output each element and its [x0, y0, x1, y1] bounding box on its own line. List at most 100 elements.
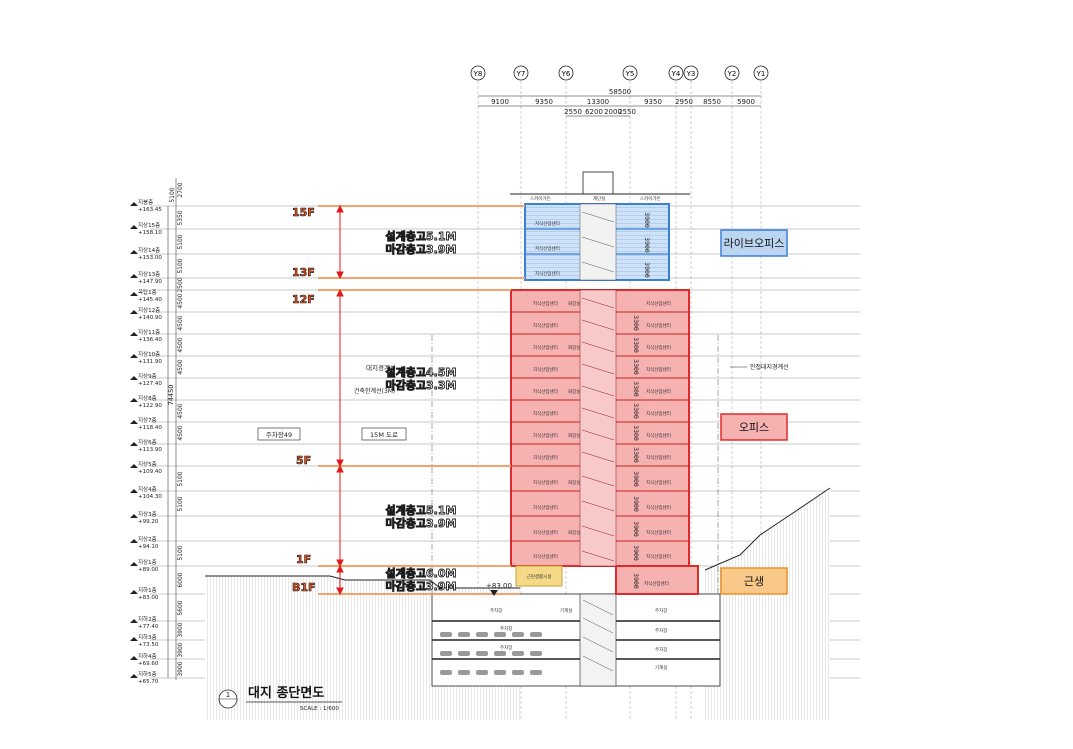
level-name: 지상1층 — [138, 558, 157, 566]
height-label: 3900 — [643, 237, 651, 253]
level-elevation: +122.90 — [138, 403, 162, 409]
level-name: 지상3층 — [138, 510, 157, 518]
left-dimensions: 2700 5100 5350 5100 5100 2500 4500 4500 … — [167, 178, 184, 680]
dim-value: 3900 — [177, 622, 184, 637]
level-elevation: +153.00 — [138, 255, 162, 261]
dim-value: 6000 — [177, 572, 184, 587]
retail-zone: 근린생활시설 — [515, 565, 563, 587]
dim-value: 5100 — [169, 187, 176, 202]
dim-value: 3900 — [177, 661, 184, 676]
room-label: 화장실 — [568, 300, 580, 307]
dim-value: 2550 — [618, 108, 636, 116]
height-label: 3900 — [632, 471, 640, 487]
floor-tag: 15F — [292, 206, 315, 219]
room-label: 지식산업센터 — [646, 504, 671, 511]
level-elevation: +118.40 — [138, 425, 162, 431]
height-label: 3900 — [632, 545, 640, 561]
level-name: 지하5층 — [138, 670, 157, 678]
level-elevation: +65.70 — [138, 679, 159, 685]
level-name: 지하1층 — [138, 586, 157, 594]
span-arrows — [336, 204, 344, 596]
room-label: 지식산업센터 — [646, 366, 671, 373]
axis-label: Y8 — [473, 70, 483, 78]
room-label: 지식산업센터 — [533, 454, 558, 461]
room-label: 지식산업센터 — [646, 432, 671, 439]
room-label: 지식산업센터 — [533, 553, 558, 560]
height-label: 3300 — [632, 403, 640, 419]
height-label: 3300 — [632, 381, 640, 397]
room-label: 지식산업센터 — [533, 388, 558, 395]
level-name: 지상14층 — [138, 246, 160, 254]
room-label: 지식산업센터 — [646, 479, 671, 486]
dim-total: 58500 — [609, 88, 631, 96]
dim-value: 2700 — [177, 182, 184, 197]
level-labels: 지붕층+163.45 지상15층+158.10 지상14층+153.00 지상1… — [130, 198, 162, 685]
level-elevation: +113.90 — [138, 447, 162, 453]
callout-design-height: 설계층고5.1M — [386, 229, 457, 243]
room-label: 지식산업센터 — [646, 529, 671, 536]
room-label: 지식산업센터 — [535, 270, 560, 277]
height-callouts: 설계층고5.1M 마감층고3.9M 설계층고4.5M 마감층고3.3M 설계층고… — [385, 229, 457, 594]
room-label: 주차장 — [500, 644, 512, 651]
level-name: 지상5층 — [138, 460, 157, 468]
dim-value: 4500 — [177, 315, 184, 330]
drawing-scale: SCALE : 1/600 — [300, 706, 339, 712]
level-name: 지하2층 — [138, 615, 157, 623]
level-name: 지상6층 — [138, 438, 157, 446]
level-name: 지상12층 — [138, 306, 160, 314]
level-elevation: +140.90 — [138, 315, 162, 321]
parking-label: 주차장49 — [266, 430, 292, 439]
callout-finish-height: 마감층고3.9M — [386, 242, 457, 256]
level-name: 지상9층 — [138, 372, 157, 380]
level-name: 지상13층 — [138, 270, 160, 278]
height-label: 3300 — [632, 315, 640, 331]
level-name: 지상11층 — [138, 328, 160, 336]
level-elevation: +131.90 — [138, 359, 162, 365]
drawing-number: 1 — [226, 691, 230, 699]
room-label: 주차장 — [490, 607, 502, 614]
callout-finish-height: 마감층고3.9M — [386, 579, 457, 593]
room-label: 지식산업센터 — [646, 388, 671, 395]
level-name: 지상4층 — [138, 485, 157, 493]
floor-tag: 5F — [296, 454, 311, 467]
axis-label: Y2 — [727, 70, 737, 78]
room-label: 화장실 — [568, 529, 580, 536]
callout-finish-height: 마감층고3.3M — [386, 378, 457, 392]
level-name: 지붕층 — [138, 198, 153, 206]
drawing-title: 대지 종단면도 — [248, 685, 324, 701]
floor-tags: 15F 13F 12F 5F 1F B1F — [292, 206, 316, 595]
floor-tag: 12F — [292, 293, 315, 306]
height-label: 3900 — [643, 212, 651, 228]
room-label: 지식산업센터 — [533, 344, 558, 351]
axis-label: Y5 — [625, 70, 635, 78]
height-label: 3300 — [632, 425, 640, 441]
adjacent-boundary-label: 인접대지경계선 — [750, 363, 789, 371]
level-elevation: +163.45 — [138, 207, 162, 213]
level-elevation: +109.40 — [138, 469, 162, 475]
title-block: 1 대지 종단면도 SCALE : 1/600 — [218, 685, 342, 712]
site-labels: 대지경계선 건축한계선(3M) 인접대지경계선 주차장49 15M 도로 +83… — [257, 335, 789, 596]
dim-value: 9100 — [491, 98, 509, 106]
zone-office: 오피스 — [739, 421, 769, 434]
dim-value: 4500 — [177, 337, 184, 352]
room-label: 지식산업센터 — [533, 366, 558, 373]
room-label: 지식산업센터 — [646, 454, 671, 461]
level-elevation: +73.50 — [138, 642, 159, 648]
floor-tag: B1F — [292, 581, 316, 594]
level-name: 옥탑1층 — [138, 288, 157, 296]
axis-label: Y6 — [561, 70, 571, 78]
floor-tag: 1F — [296, 553, 311, 566]
height-label: 3300 — [632, 359, 640, 375]
site-boundary-label: 대지경계선 — [366, 363, 396, 372]
room-label: 근린생활시설 — [527, 573, 552, 580]
room-label: 주차장 — [500, 625, 512, 632]
level-name: 지하4층 — [138, 652, 157, 660]
room-label: 지식산업센터 — [533, 432, 558, 439]
level-elevation: +77.40 — [138, 624, 159, 630]
dim-value: 2950 — [675, 98, 693, 106]
height-label: 3300 — [632, 337, 640, 353]
axis-label: Y1 — [756, 70, 766, 78]
room-label: 지식산업센터 — [535, 245, 560, 252]
room-label: 지식산업센터 — [535, 220, 560, 227]
